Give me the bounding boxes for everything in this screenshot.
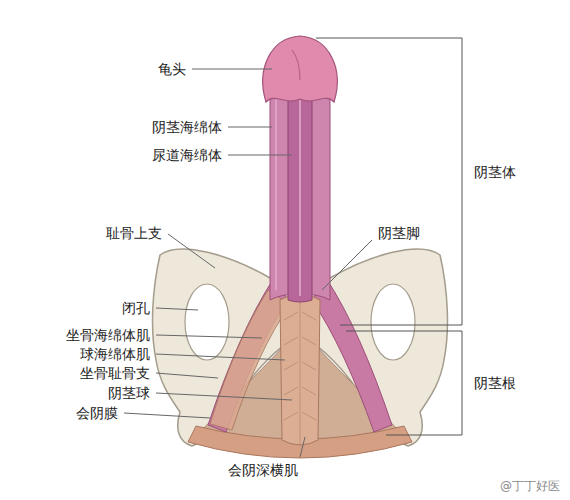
part-label: 坐骨海绵体肌: [66, 327, 150, 343]
highlight: [275, 100, 277, 290]
muscle-fibres: [284, 300, 316, 446]
leader-line: [124, 69, 372, 457]
part-label: 耻骨上支: [106, 225, 162, 241]
part-label: 闭孔: [122, 300, 150, 316]
part-label: 尿道海绵体: [152, 147, 222, 163]
bracket: [316, 38, 462, 435]
corpus-cavernosum: [270, 95, 330, 300]
bulbospongiosus-muscle: [280, 294, 320, 445]
part-label: 龟头: [158, 61, 186, 77]
part-label: 会阴深横肌: [228, 462, 298, 478]
part-label: 球海绵体肌: [80, 346, 150, 362]
part-label: 阴茎球: [108, 385, 150, 401]
glans: [263, 36, 337, 102]
part-label: 阴茎根: [474, 375, 516, 391]
part-label: 阴茎体: [474, 164, 516, 180]
corpus-spongiosum: [288, 95, 312, 302]
part-label: 会阴膜: [76, 405, 118, 421]
right-crus: [312, 278, 392, 432]
part-label: 阴茎海绵体: [152, 119, 222, 135]
highlight: [299, 100, 301, 296]
part-label: 阴茎脚: [378, 225, 420, 241]
glans-detail: [292, 50, 300, 80]
watermark: @丁丁好医: [500, 478, 560, 494]
part-label: 坐骨耻骨支: [80, 365, 150, 381]
